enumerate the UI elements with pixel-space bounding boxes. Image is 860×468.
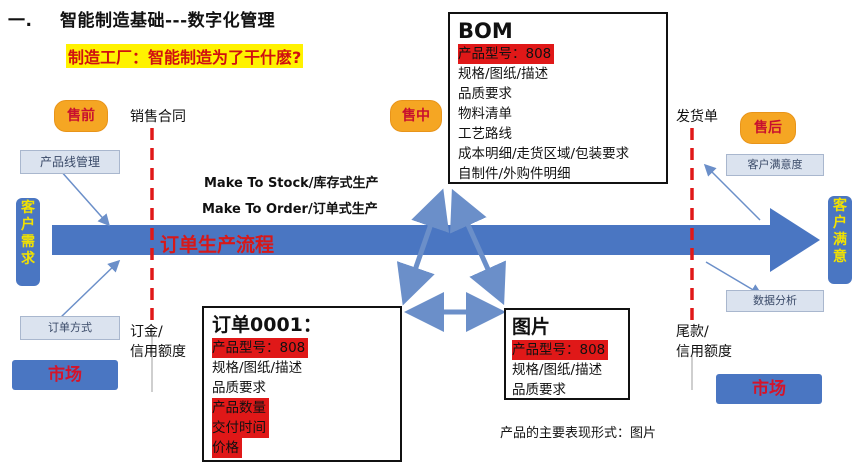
arrow-flow-to-satisfaction bbox=[703, 163, 761, 221]
arrow-bom-order bbox=[396, 188, 450, 306]
order-quantity-highlight: 产品数量 bbox=[212, 398, 269, 418]
bom-line: 成本明细/走货区域/包装要求 bbox=[458, 146, 630, 162]
phase-midsale: 售中 bbox=[390, 100, 442, 132]
order-method-box: 订单方式 bbox=[20, 316, 120, 340]
bom-line: 规格/图纸/描述 bbox=[458, 66, 549, 82]
balance-line: 信用额度 bbox=[676, 344, 732, 360]
page-title: 一. 智能制造基础---数字化管理 bbox=[8, 6, 275, 31]
picture-card: 图片 产品型号：808 规格/图纸/描述 品质要求 bbox=[504, 308, 630, 400]
customer-satisfaction-char: 意 bbox=[833, 249, 847, 265]
delivery-note-label: 发货单 bbox=[676, 109, 718, 125]
picture-spec: 规格/图纸/描述 bbox=[512, 362, 603, 378]
analysis-box: 数据分析 bbox=[726, 290, 824, 312]
order-card: 订单0001： 产品型号：808 规格/图纸/描述 品质要求 产品数量 交付时间… bbox=[202, 306, 402, 462]
order-model-highlight: 产品型号：808 bbox=[212, 338, 309, 358]
customer-satisfaction-char: 客 bbox=[833, 198, 847, 214]
customer-demand-box: 客 户 需 求 bbox=[16, 198, 40, 286]
customer-satisfaction-box: 客 户 满 意 bbox=[828, 196, 852, 284]
deposit-line: 信用额度 bbox=[130, 344, 186, 360]
flow-label: 订单生产流程 bbox=[160, 234, 275, 256]
sales-contract-label: 销售合同 bbox=[130, 109, 186, 125]
arrow-productline-to-flow bbox=[59, 169, 110, 227]
arrow-bom-picture bbox=[450, 188, 506, 306]
picture-caption: 产品的主要表现形式：图片 bbox=[500, 426, 657, 441]
arrow-flow-to-analysis bbox=[705, 261, 763, 296]
bom-card: BOM 产品型号：808 规格/图纸/描述 品质要求 物料清单 工艺路线 成本明… bbox=[448, 12, 668, 184]
title-number: 一. bbox=[8, 11, 33, 31]
product-line-box: 产品线管理 bbox=[20, 150, 120, 174]
order-quality: 品质要求 bbox=[212, 380, 266, 396]
bom-model-highlight: 产品型号：808 bbox=[458, 44, 555, 64]
phase-presale: 售前 bbox=[54, 100, 108, 132]
page-subtitle: 制造工厂：智能制造为了干什麽? bbox=[66, 44, 304, 68]
phase-aftersale: 售后 bbox=[740, 112, 796, 144]
bom-line: 自制件/外购件明细 bbox=[458, 166, 571, 182]
picture-title: 图片 bbox=[512, 316, 551, 338]
title-text: 智能制造基础---数字化管理 bbox=[60, 11, 276, 31]
customer-satisfaction-char: 满 bbox=[833, 232, 847, 248]
customer-satisfaction-char: 户 bbox=[833, 215, 847, 231]
picture-model-highlight: 产品型号：808 bbox=[512, 340, 609, 360]
customer-demand-char: 户 bbox=[21, 217, 35, 233]
customer-demand-char: 求 bbox=[21, 251, 35, 267]
bom-line: 品质要求 bbox=[458, 86, 512, 102]
order-title: 订单0001： bbox=[212, 314, 322, 336]
deposit-label: 订金/ 信用额度 bbox=[130, 322, 186, 362]
balance-label: 尾款/ 信用额度 bbox=[676, 322, 732, 362]
order-spec: 规格/图纸/描述 bbox=[212, 360, 303, 376]
market-left: 市场 bbox=[12, 360, 118, 390]
deposit-line: 订金/ bbox=[130, 324, 163, 340]
bom-title: BOM bbox=[458, 19, 513, 43]
customer-demand-char: 客 bbox=[21, 200, 35, 216]
bom-line: 工艺路线 bbox=[458, 126, 512, 142]
order-price-highlight: 价格 bbox=[212, 438, 242, 458]
bom-line: 物料清单 bbox=[458, 106, 512, 122]
order-delivery-highlight: 交付时间 bbox=[212, 418, 269, 438]
market-right: 市场 bbox=[716, 374, 822, 404]
make-to-order-label: Make To Order/订单式生产 bbox=[202, 202, 378, 217]
balance-line: 尾款/ bbox=[676, 324, 709, 340]
satisfaction-box: 客户满意度 bbox=[726, 154, 824, 176]
customer-demand-char: 需 bbox=[21, 234, 35, 250]
picture-quality: 品质要求 bbox=[512, 382, 566, 398]
make-to-stock-label: Make To Stock/库存式生产 bbox=[204, 176, 379, 191]
arrow-ordermethod-to-flow bbox=[59, 259, 121, 319]
